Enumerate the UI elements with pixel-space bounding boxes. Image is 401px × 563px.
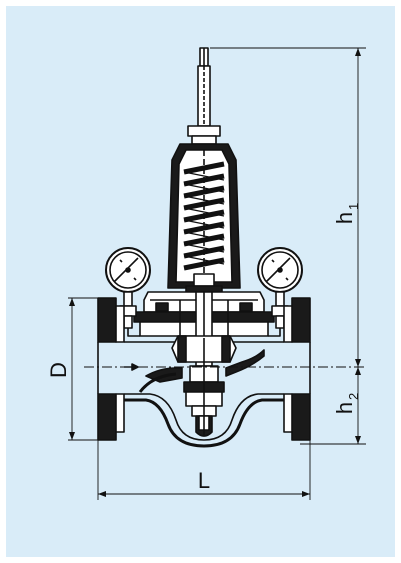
svg-text:h: h	[332, 402, 357, 414]
h2-arrow-bottom	[355, 436, 361, 444]
outlet-pressure-gauge	[257, 247, 303, 337]
inlet-pressure-gauge	[105, 247, 151, 337]
d-label: D	[46, 362, 71, 378]
svg-text:D: D	[46, 362, 71, 378]
adjusting-screw	[197, 47, 211, 127]
h2-label: h 2	[332, 393, 361, 414]
svg-text:2: 2	[346, 393, 361, 400]
cap-nut	[187, 125, 221, 145]
l-arrow-right	[302, 491, 310, 497]
outlet-flange	[283, 297, 311, 441]
l-label: L	[198, 468, 210, 493]
spring	[183, 161, 225, 271]
d-arrow-top	[69, 298, 75, 306]
diaphragm-housing	[133, 291, 275, 339]
valve-stem-assembly	[171, 335, 237, 437]
l-arrow-left	[98, 491, 106, 497]
inlet-flange	[97, 297, 125, 441]
d-arrow-bottom	[69, 432, 75, 440]
h1-arrow-top	[355, 48, 361, 56]
svg-text:1: 1	[346, 203, 361, 210]
svg-text:h: h	[332, 212, 357, 224]
h1-label: h 1	[332, 203, 361, 224]
h1-arrow-bottom	[355, 359, 361, 367]
h2-arrow-top	[355, 367, 361, 375]
